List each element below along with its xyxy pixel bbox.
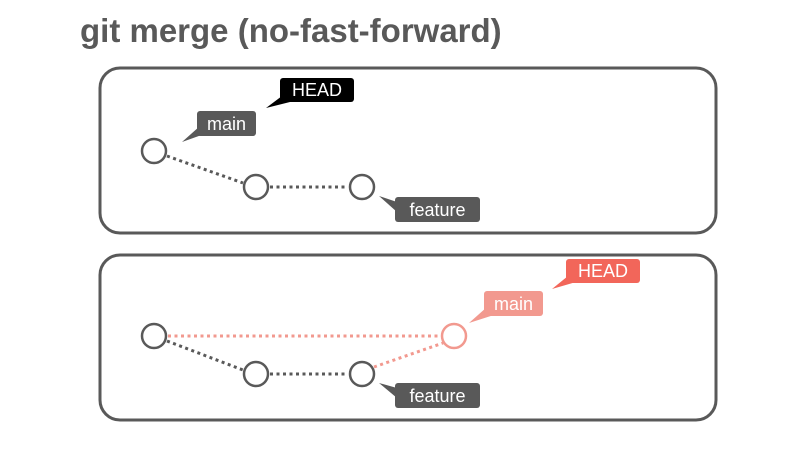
main-branch-label-text: main [207,114,246,134]
feature-branch-label: feature [379,383,480,408]
feature-branch-label: feature [379,196,480,222]
edge-commit-1-to-commit-2 [166,339,244,372]
panel-before-merge: HEAD main feature [98,66,718,235]
edge-main-to-commit-2 [166,154,244,185]
panel-frame [98,66,718,235]
main-branch-label: main [469,291,543,323]
commit-node-2 [242,173,270,201]
panel-frame [98,253,718,422]
head-label-text: HEAD [292,80,342,100]
head-label: HEAD [266,78,354,108]
main-branch-label-text: main [494,294,533,314]
main-branch-label: main [182,111,256,142]
diagram-title: git merge (no-fast-forward) [80,12,502,49]
head-label: HEAD [552,259,640,289]
commit-node-3 [348,360,376,388]
edge-commit-3-to-merge-commit [373,341,444,369]
commit-node-2 [242,360,270,388]
commit-node-1 [140,322,168,350]
panel-after-merge: HEAD main feature [98,253,718,422]
feature-branch-label-text: feature [409,200,465,220]
commit-node-1 [140,137,168,165]
feature-branch-label-text: feature [409,386,465,406]
commit-node-3 [348,173,376,201]
head-label-text: HEAD [578,261,628,281]
merge-commit-node [440,322,468,350]
